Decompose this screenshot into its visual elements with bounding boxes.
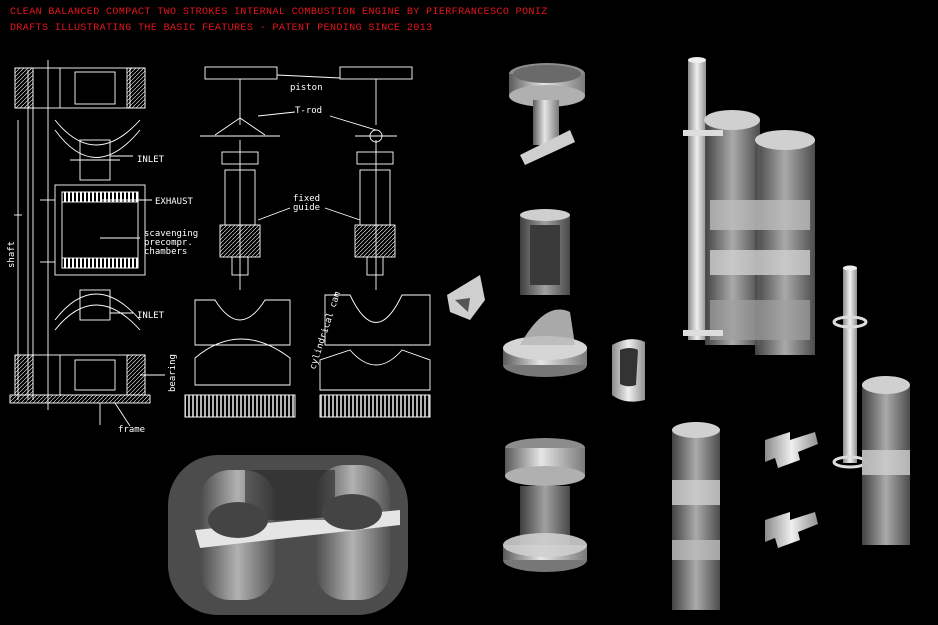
label-fixed: fixed	[293, 194, 320, 204]
label-piston: piston	[290, 83, 323, 93]
label-t-rod: T-rod	[295, 106, 322, 116]
label-exhaust: EXHAUST	[155, 197, 194, 207]
label-inlet-top: INLET	[137, 155, 165, 165]
title-line-2: DRAFTS ILLUSTRATING THE BASIC FEATURES -…	[10, 23, 433, 34]
cad-small-clip	[447, 275, 485, 320]
cad-sub-assembly	[672, 422, 720, 610]
cad-t-rod-block	[168, 455, 408, 615]
cad-side-assembly	[832, 265, 910, 545]
cad-cam-ring	[612, 339, 645, 402]
cad-h-links	[765, 432, 818, 548]
exploded-drawing	[184, 66, 431, 418]
label-guide: guide	[293, 203, 320, 213]
title-line-1: CLEAN BALANCED COMPACT TWO STROKES INTER…	[10, 7, 548, 18]
label-scavenging: scavenging	[144, 229, 198, 239]
label-frame: frame	[118, 425, 145, 435]
section-drawing	[9, 60, 165, 427]
label-shaft: shaft	[7, 241, 17, 268]
label-precompr: precompr.	[144, 238, 193, 248]
label-bearing: bearing	[168, 354, 178, 392]
label-inlet-bottom: INLET	[137, 311, 165, 321]
cad-piston-assembly	[503, 438, 587, 572]
cad-cam-part	[503, 309, 587, 377]
label-chambers: chambers	[144, 247, 187, 257]
cad-main-assembly	[683, 57, 815, 355]
label-cylindrical-cam: cylindrical cam	[308, 291, 343, 371]
section-labels: shaft INLET EXHAUST scavenging precompr.…	[7, 155, 198, 435]
cad-guide-part	[520, 209, 570, 295]
cad-piston-part	[509, 63, 585, 165]
exploded-labels: piston T-rod fixed guide cylindrical cam	[290, 83, 343, 371]
